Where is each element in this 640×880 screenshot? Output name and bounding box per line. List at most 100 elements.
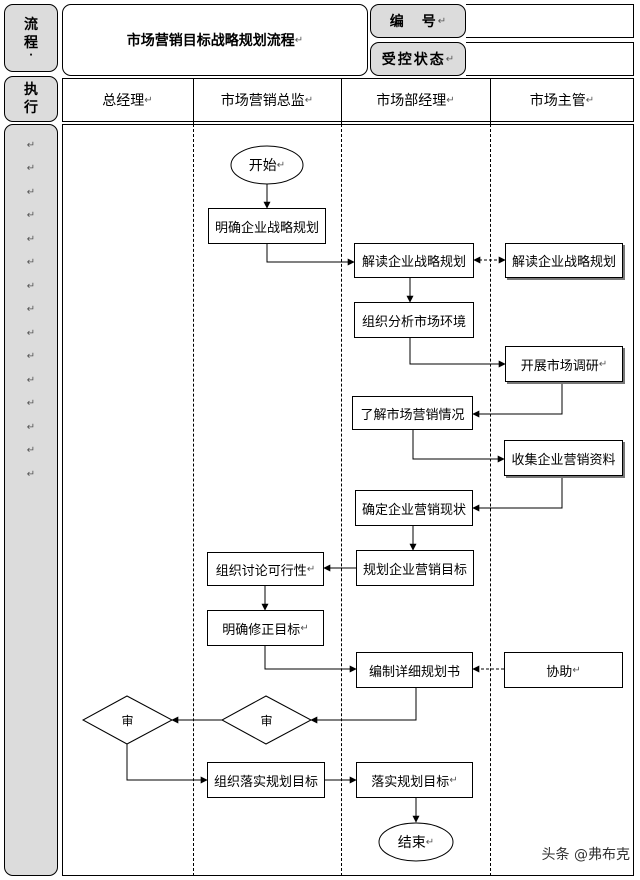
arrow-research-to-understand (472, 382, 563, 418)
plan-targets-box: 规划企业营销目标 (356, 550, 474, 586)
lane-header-marketing-manager: 市场部经理↵ (341, 80, 490, 120)
return-mark: ↵ (144, 94, 153, 106)
organize-implementation-box: 组织落实规划目标 (207, 762, 325, 798)
end-node: 结束↵ (379, 823, 453, 861)
collect-data-box: 收集企业营销资料 (504, 440, 623, 476)
return-mark: ↵ (445, 53, 455, 65)
box-label: 组织落实规划目标 (213, 774, 318, 790)
side-mark: ↵ (26, 375, 36, 386)
side-mark: ↵ (26, 234, 36, 245)
review-gm-node: 审 (83, 708, 172, 732)
compile-plan-box: 编制详细规划书 (356, 652, 473, 688)
lane-header-divider (193, 78, 194, 124)
return-mark: ↵ (572, 664, 581, 676)
arrow-compile-to-review-director (310, 688, 417, 724)
market-research-box: 开展市场调研↵ (505, 346, 623, 382)
process-label-char-2: 程 (24, 35, 38, 51)
box-label: 明确企业战略规划 (214, 220, 319, 236)
flow-title-box: 市场营销目标战略规划流程↵ (62, 4, 368, 76)
lane-title: 市场营销总监 (220, 93, 305, 109)
lane-header-divider (490, 78, 491, 124)
arrow-clarify-to-interpret (266, 244, 355, 266)
box-label: 开展市场调研 (520, 358, 599, 374)
box-label: 解读企业战略规划 (361, 255, 466, 270)
arrow-collect-to-determine (472, 476, 563, 512)
lane-title: 市场部经理 (376, 93, 447, 109)
review-gm-diamond (81, 695, 174, 745)
return-mark: ↵ (598, 358, 608, 370)
arrow-review-gm-to-organize (126, 744, 208, 784)
lane-header-general-manager: 总经理↵ (62, 80, 193, 120)
return-mark: ↵ (300, 622, 309, 634)
box-label: 明确修正目标 (222, 622, 301, 638)
understand-marketing-box: 了解市场营销情况 (352, 396, 473, 430)
review-director-diamond (220, 695, 313, 745)
clarify-strategy-box: 明确企业战略规划 (208, 208, 326, 244)
arrow-analyze-to-research (409, 338, 506, 368)
return-mark: ↵ (449, 774, 458, 786)
side-mark: ↵ (26, 304, 36, 315)
start-node: 开始↵ (231, 146, 303, 184)
box-label: 协助 (546, 664, 573, 680)
interpret-strategy-supervisor-box: 解读企业战略规划 (505, 243, 623, 278)
watermark-text: 头条 @弗布克 (541, 847, 630, 863)
side-mark: ↵ (26, 163, 36, 174)
implement-targets-box: 落实规划目标↵ (356, 762, 473, 798)
determine-status-box: 确定企业营销现状 (355, 490, 473, 526)
box-label: 规划企业营销目标 (362, 562, 467, 578)
return-mark: ↵ (294, 34, 304, 46)
return-mark: ↵ (446, 94, 455, 106)
side-mark: ↵ (26, 281, 36, 292)
lane-divider (341, 124, 342, 876)
side-mark: ↵ (26, 187, 36, 198)
box-label: 组织分析市场环境 (361, 314, 466, 330)
code-value-cell (466, 4, 634, 38)
discuss-feasibility-box: 组织讨论可行性↵ (207, 552, 324, 586)
end-label: 结束 (397, 835, 426, 851)
flow-title: 市场营销目标战略规划流程 (126, 33, 295, 49)
status-label-box: 受控状态↵ (370, 42, 466, 76)
return-mark: ↵ (437, 15, 447, 27)
code-label-box: 编 号↵ (370, 4, 466, 38)
arrow-revise-to-compile (264, 646, 357, 673)
review-director-node: 审 (222, 708, 311, 732)
review-label: 审 (260, 713, 273, 728)
status-value-cell (466, 42, 634, 76)
side-mark: ↵ (26, 328, 36, 339)
lane-header-marketing-supervisor: 市场主管↵ (490, 80, 634, 120)
analyze-environment-box: 组织分析市场环境 (354, 302, 474, 338)
return-mark: ↵ (304, 94, 314, 106)
exec-side-label: 执 行 (4, 76, 58, 122)
box-label: 收集企业营销资料 (511, 452, 616, 468)
review-label: 审 (121, 713, 134, 728)
box-label: 了解市场营销情况 (360, 407, 465, 423)
side-mark: ↵ (26, 210, 36, 221)
side-mark: ↵ (26, 422, 36, 433)
exec-label-char-1: 执 (24, 82, 38, 98)
start-shape (230, 145, 304, 185)
flow-body (62, 124, 634, 876)
box-label: 解读企业战略规划 (511, 255, 616, 270)
return-mark: ↵ (306, 563, 316, 575)
arrow-understand-to-collect (412, 430, 505, 463)
process-side-label: 流 程 · (4, 4, 58, 72)
lane-title: 市场主管 (529, 93, 586, 109)
side-mark: ↵ (26, 469, 36, 480)
end-shape (378, 822, 454, 862)
status-label: 受控状态 (381, 52, 446, 68)
box-label: 确定企业营销现状 (361, 502, 466, 518)
side-mark: ↵ (26, 398, 36, 409)
assist-box: 协助↵ (504, 652, 623, 688)
box-label: 编制详细规划书 (368, 664, 460, 680)
exec-label-char-2: 行 (24, 100, 38, 116)
lane-title: 总经理 (102, 93, 145, 109)
side-mark: ↵ (26, 140, 36, 151)
box-label: 组织讨论可行性 (215, 563, 307, 579)
lane-header-marketing-director: 市场营销总监↵ (193, 80, 341, 120)
box-label: 落实规划目标 (371, 774, 450, 790)
interpret-strategy-manager-box: 解读企业战略规划 (354, 243, 474, 278)
return-mark: ↵ (585, 94, 595, 106)
lane-divider (490, 124, 491, 876)
process-label-char-1: 流 (24, 17, 38, 33)
